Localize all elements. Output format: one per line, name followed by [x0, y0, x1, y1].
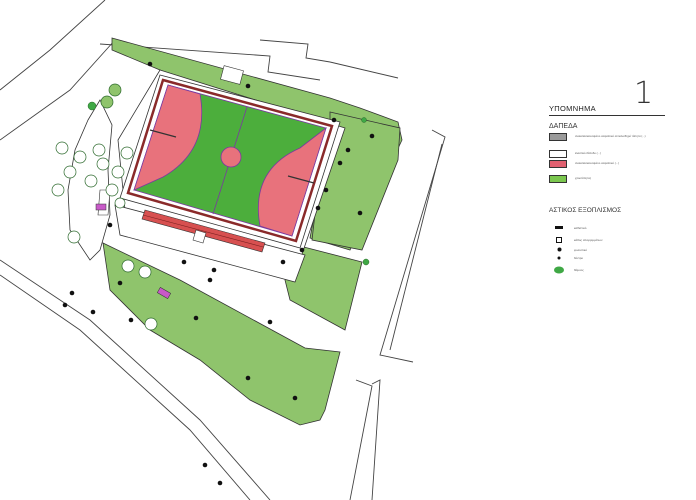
furniture-label: θάμνος [574, 268, 584, 272]
sports-court [119, 74, 341, 249]
floor-item: χλοοτάπητας [549, 175, 665, 183]
tree-dot-icon [554, 256, 564, 260]
legend-divider [549, 115, 665, 116]
floor-label: ανακατασκευασμένο ασφαλτικό (...) [575, 161, 619, 166]
legend-title: ΥΠΟΜΝΗΜΑ [549, 104, 596, 113]
lamp-posts [62, 61, 375, 486]
bin-icon [554, 237, 564, 243]
furniture-item: καθιστικό [554, 226, 586, 230]
stands [141, 209, 266, 253]
floor-item: ανακατασκευασμένο ασφαλτικό (...) [549, 160, 665, 168]
floor-swatch [549, 175, 567, 183]
light-icon [554, 247, 564, 252]
floor-swatch [549, 160, 567, 168]
floor-label: ανακατασκευασμένο ασφαλτικό αντιολισθηρό… [575, 134, 646, 139]
furniture-title: ΑΣΤΙΚΟΣ ΕΞΟΠΛΙΣΜΟΣ [549, 207, 622, 214]
sheet-number: 1 [634, 76, 654, 111]
furniture-label: κάδος απορριμμάτων [574, 238, 603, 242]
floor-item: ελαστικό δάπεδο (...) [549, 150, 665, 158]
floor-item: ανακατασκευασμένο ασφαλτικό αντιολισθηρό… [549, 133, 665, 141]
trees [51, 83, 158, 331]
furniture-label: δέντρο [574, 256, 584, 260]
shrub-icon [554, 266, 564, 274]
floor-swatch [549, 133, 567, 141]
playground [95, 203, 172, 299]
floor-label: ελαστικό δάπεδο (...) [575, 151, 601, 156]
court-border [126, 78, 334, 243]
street-lines [0, 0, 446, 500]
furniture-item: θάμνος [554, 266, 584, 274]
bench-icon [554, 226, 564, 230]
court-left-key [133, 84, 203, 191]
furniture-item: κάδος απορριμμάτων [554, 237, 603, 243]
court-right-key [257, 126, 327, 237]
floor-label: χλοοτάπητας [575, 176, 592, 181]
furniture-label: καθιστικό [574, 226, 587, 230]
shrubs [87, 101, 370, 266]
furniture-item: φωτιστικό [554, 247, 587, 252]
court-centre-circle [220, 146, 242, 168]
court-left-hoop [149, 129, 177, 138]
furniture-item: δέντρο [554, 256, 583, 260]
floor-swatch [549, 150, 567, 158]
floors-title: ΔΑΠΕΔΑ [549, 123, 578, 130]
furniture-label: φωτιστικό [574, 247, 587, 252]
court-right-hoop [287, 175, 315, 184]
